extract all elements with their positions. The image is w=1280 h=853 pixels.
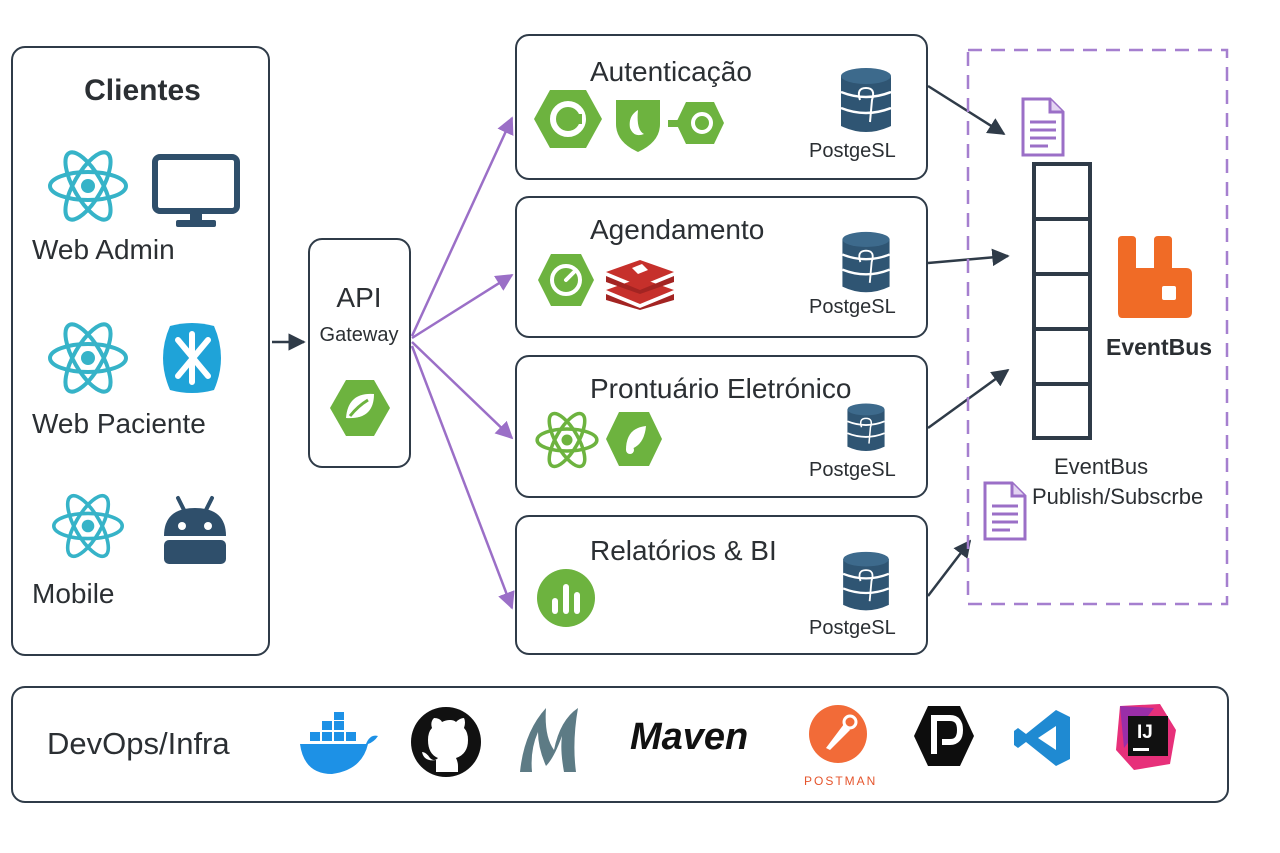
queue-icon bbox=[1032, 162, 1092, 440]
vscode-icon bbox=[1014, 710, 1070, 766]
arrow-gateway-to-agendamento bbox=[411, 273, 514, 340]
p-logo-icon bbox=[914, 706, 974, 766]
capacitor-icon bbox=[163, 323, 221, 393]
intellij-label: IJ bbox=[1137, 722, 1153, 743]
arrow-auth-to-eventbus bbox=[927, 84, 1006, 136]
chart-icon bbox=[537, 569, 595, 627]
maven-logo: Maven bbox=[630, 716, 749, 758]
clients-title: Clientes bbox=[84, 74, 201, 107]
intellij-icon bbox=[1116, 704, 1176, 770]
postman-label: POSTMAN bbox=[804, 774, 878, 788]
client-label-web-admin: Web Admin bbox=[32, 234, 175, 265]
devops-panel: DevOps/Infra bbox=[11, 686, 1229, 803]
postman-icon bbox=[809, 705, 867, 763]
document-icon bbox=[1021, 97, 1065, 157]
devops-title: DevOps/Infra bbox=[47, 726, 230, 761]
db-label: PostgeSL bbox=[809, 296, 896, 318]
db-label: PostgeSL bbox=[809, 617, 896, 639]
security-shield-icon bbox=[616, 100, 660, 152]
spring-leaf-icon bbox=[606, 412, 662, 466]
key-icon bbox=[668, 102, 724, 144]
service-title: Relatórios & BI bbox=[590, 535, 777, 566]
react-icon bbox=[52, 493, 124, 559]
db-label: PostgeSL bbox=[809, 140, 896, 162]
database-icon bbox=[847, 403, 885, 452]
react-icon bbox=[535, 411, 599, 469]
docker-icon bbox=[300, 712, 378, 774]
database-icon bbox=[841, 231, 891, 293]
arrow-gateway-to-auth bbox=[410, 116, 514, 337]
arrow-relatorios-to-eventbus bbox=[927, 539, 972, 597]
spring-icon bbox=[330, 380, 390, 436]
eventbus-dashed-boundary bbox=[966, 48, 1229, 606]
db-label: PostgeSL bbox=[809, 459, 896, 481]
eventbus-caption-line1: EventBus bbox=[1054, 454, 1149, 479]
database-icon bbox=[840, 68, 892, 132]
eventbus-caption-line2: Publish/Subscrbe bbox=[1032, 484, 1204, 509]
document-icon bbox=[983, 481, 1027, 541]
service-title: Prontuário Eletrónico bbox=[590, 373, 852, 404]
database-icon bbox=[842, 551, 890, 611]
android-icon bbox=[164, 496, 226, 564]
monitor-icon bbox=[152, 154, 240, 227]
scheduler-icon bbox=[538, 254, 594, 306]
react-icon bbox=[48, 150, 128, 222]
client-label-web-paciente: Web Paciente bbox=[32, 408, 206, 439]
auth-hexagon-icon bbox=[534, 90, 602, 148]
github-icon bbox=[411, 707, 481, 777]
client-label-mobile: Mobile bbox=[32, 578, 115, 609]
gateway-title: API bbox=[336, 282, 382, 313]
service-title: Agendamento bbox=[590, 214, 765, 245]
arrow-gateway-to-relatorios bbox=[410, 345, 515, 610]
arrow-gateway-to-prontuario bbox=[411, 341, 514, 440]
m-logo-icon bbox=[520, 708, 578, 772]
eventbus-title: EventBus bbox=[1106, 334, 1213, 360]
redis-icon bbox=[606, 260, 674, 310]
gateway-subtitle: Gateway bbox=[319, 324, 399, 346]
service-title: Autenticação bbox=[590, 56, 752, 87]
rabbitmq-icon bbox=[1118, 236, 1192, 318]
react-icon bbox=[48, 322, 128, 394]
